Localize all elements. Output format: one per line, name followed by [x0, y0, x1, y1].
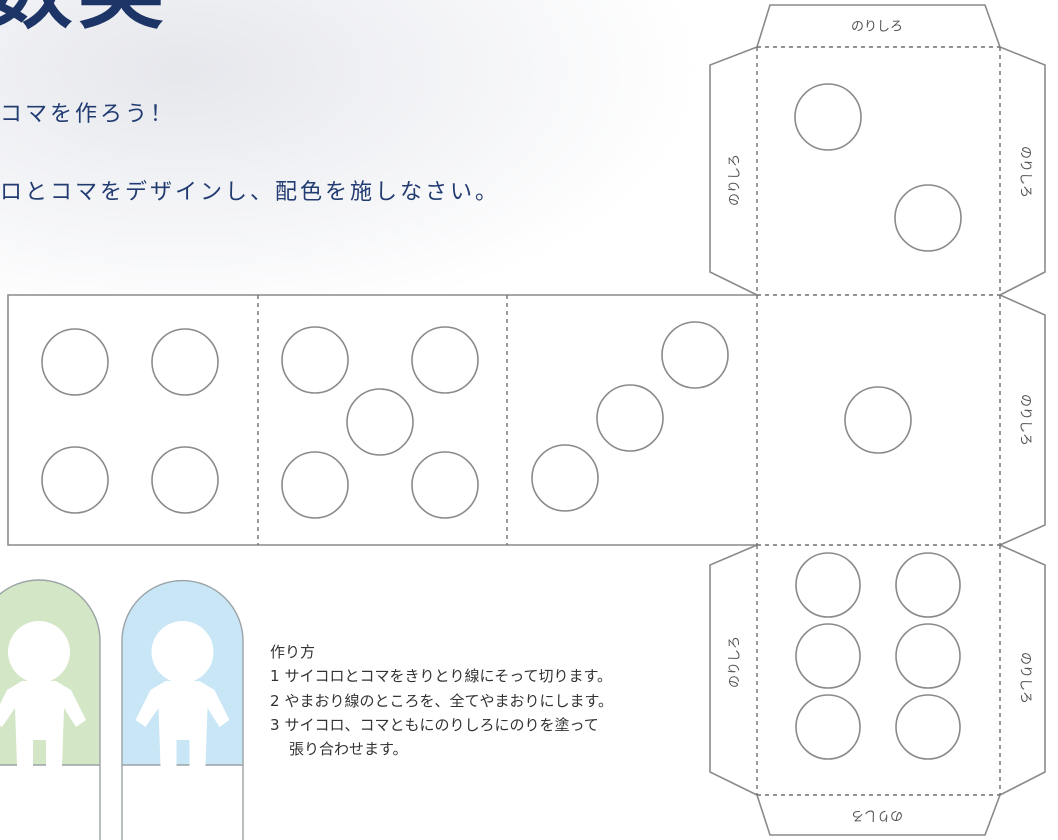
step-number: 3: [270, 715, 280, 734]
flap-top: [756, 4, 1001, 48]
intro-line-1: コマを作ろう！: [0, 102, 176, 127]
face-strip-1: [8, 295, 258, 545]
pip-circle: [895, 623, 961, 689]
flap-top-right: [999, 46, 1046, 296]
pip-circle: [151, 328, 219, 396]
flap-top-left: [709, 46, 758, 296]
blue-piece-cut-line: [121, 765, 244, 840]
pip-circle: [795, 694, 861, 760]
flap-label-top: のりしろ: [851, 20, 903, 35]
face-bottom: [757, 545, 1000, 795]
pip-circle: [411, 326, 479, 394]
dice-pips: [41, 83, 962, 760]
instructions-heading: 作り方: [270, 643, 316, 661]
silhouette-head: [8, 621, 70, 683]
pip-circle: [895, 694, 961, 760]
green-piece-cut-line: [99, 765, 101, 840]
flap-label-bottom-left: のりしろ: [728, 636, 743, 688]
step-number: 2: [270, 691, 280, 710]
cut-line-strip: [7, 294, 757, 546]
silhouette-head: [151, 621, 214, 683]
pip-circle: [844, 386, 912, 454]
silhouette-body: [135, 681, 230, 766]
pip-circle: [151, 446, 219, 514]
flap-bottom-right: [999, 544, 1046, 796]
pip-circle: [281, 451, 349, 519]
flap-label-middle-right: のりしろ: [1018, 394, 1033, 446]
flap-bottom: [756, 794, 1001, 836]
flap-label-top-right: のりしろ: [1018, 146, 1033, 198]
pip-circle: [41, 446, 109, 514]
flap-label-bottom: のりしろ: [851, 808, 903, 823]
pip-circle: [795, 623, 861, 689]
flap-middle-right: [999, 294, 1046, 546]
fold-lines: [257, 46, 1001, 796]
pip-circle: [794, 83, 862, 151]
blue-piece: [121, 579, 244, 840]
pip-circle: [895, 552, 961, 618]
step-text-continuation: 張り合わせます。: [289, 740, 408, 759]
face-top: [757, 47, 1000, 295]
page-title: 数矣: [0, 0, 170, 34]
step-number: 1: [270, 667, 280, 686]
pip-circle: [346, 388, 414, 456]
person-silhouette-icon: [135, 621, 230, 766]
pip-circle: [41, 328, 109, 396]
pip-circle: [795, 552, 861, 618]
green-piece: [0, 579, 101, 840]
step-text: サイコロ、コマともにのりしろにのりを塗って: [284, 715, 599, 734]
silhouette-body: [0, 681, 86, 766]
pip-circle: [894, 184, 962, 252]
flap-label-bottom-right: のりしろ: [1018, 652, 1033, 704]
person-silhouette-icon: [0, 621, 86, 766]
pip-circle: [531, 444, 599, 512]
intro-line-2: ロとコマをデザインし、配色を施しなさい。: [0, 180, 501, 205]
step-text: サイコロとコマをきりとり線にそって切ります。: [284, 667, 612, 686]
step-text: やまおり線のところを、全てやまおりにします。: [284, 691, 614, 710]
flap-bottom-left: [709, 544, 758, 796]
pip-circle: [596, 384, 664, 452]
pip-circle: [411, 451, 479, 519]
pip-circle: [281, 326, 349, 394]
pip-circle: [661, 321, 729, 389]
flap-label-top-left: のりしろ: [728, 154, 743, 206]
